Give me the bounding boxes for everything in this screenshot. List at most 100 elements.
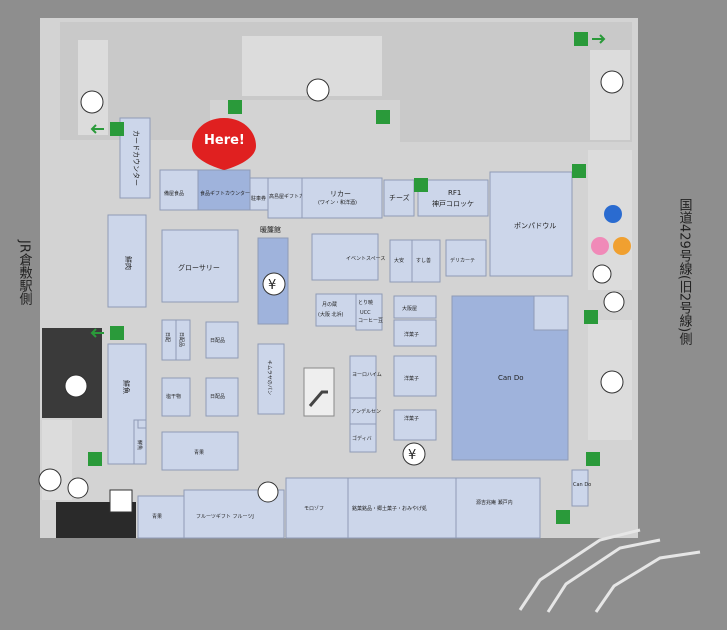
exit-sign-icon-10[interactable] xyxy=(586,452,600,466)
label-nichihai-3: 日配品 xyxy=(210,338,225,344)
label-torimaru: とり暁 xyxy=(358,300,373,306)
shop-cheese[interactable] xyxy=(383,179,415,217)
escalator-sign-icon-6 xyxy=(38,468,62,492)
stairs-top-right xyxy=(590,50,630,140)
exit-sign-icon-9[interactable] xyxy=(88,452,102,466)
escalator-sign-icon-2 xyxy=(306,78,330,102)
label-fresh-fish: 鮮肉 xyxy=(124,256,133,270)
label-tsuki-no-kura: 月の蔵 xyxy=(322,301,337,308)
exit-sign-icon-4[interactable] xyxy=(376,110,390,124)
label-ucc-sub: コーヒー豆 xyxy=(358,318,383,324)
shop-yokohama[interactable] xyxy=(349,355,377,399)
escalator-sign-icon xyxy=(80,90,104,114)
shop-yogashi-2[interactable] xyxy=(393,355,437,397)
label-department-gift: 高島屋ギフトカウンター xyxy=(269,193,324,200)
label-grocery: グローサリー xyxy=(178,263,220,272)
escalator-sign-icon-4 xyxy=(64,374,88,398)
shop-sushi[interactable] xyxy=(411,239,441,283)
shop-seika[interactable] xyxy=(161,431,239,471)
label-daily-goods: 暖簾館 xyxy=(260,225,281,234)
coffee-icon xyxy=(257,481,279,503)
label-godiva: ゴディバ xyxy=(352,435,372,442)
west-side-label: JR倉敷駅側 xyxy=(17,239,33,305)
label-fruits-gift: フルーツギフト フルーツJ xyxy=(196,514,254,520)
elevator-icon-2[interactable] xyxy=(67,477,89,499)
escalator-sign-icon-3 xyxy=(600,70,624,94)
shop-seika-2[interactable] xyxy=(137,495,185,539)
shop-fresh-fish[interactable] xyxy=(107,214,147,308)
label-seika: 青果 xyxy=(194,449,204,456)
escalator-icon[interactable] xyxy=(303,367,335,417)
atm-yen-icon[interactable]: ¥ xyxy=(262,272,286,296)
exit-sign-icon-7[interactable] xyxy=(584,310,598,324)
shop-tsuki-no-kura[interactable] xyxy=(315,293,357,327)
exit-sign-icon-2[interactable] xyxy=(228,100,242,114)
atm-yen-icon-2[interactable]: ¥ xyxy=(402,442,426,466)
shop-yogashi-3[interactable] xyxy=(393,409,437,441)
shop-grocery[interactable] xyxy=(161,229,239,303)
label-seika-2: 青果 xyxy=(152,513,162,520)
shop-kanbutsu[interactable] xyxy=(161,377,191,417)
dark-area-left xyxy=(42,328,102,418)
label-anderson: アンデルセン xyxy=(351,408,381,415)
label-sushi: すし善 xyxy=(416,257,431,264)
shop-sengyo-2[interactable] xyxy=(137,419,147,429)
shop-nichihai-4[interactable] xyxy=(205,377,239,417)
label-cheese: チーズ xyxy=(389,193,410,202)
shop-liquor[interactable] xyxy=(301,177,383,219)
penguin-icon xyxy=(592,264,612,284)
exit-sign-icon-5[interactable] xyxy=(414,178,428,192)
exit-sign-icon-6[interactable] xyxy=(572,164,586,178)
exit-sign-icon-11[interactable] xyxy=(556,510,570,524)
shop-parking-ticket[interactable] xyxy=(249,177,269,211)
restroom-icon[interactable] xyxy=(604,205,622,223)
label-pompadour: ポンパドウル xyxy=(514,222,556,230)
label-card-counter: カードカウンター xyxy=(132,130,141,186)
label-nichihai-1: 日配 xyxy=(164,332,170,342)
label-liquor: リカー xyxy=(330,190,351,198)
label-nichihai-4: 日配品 xyxy=(210,394,225,400)
shop-kouseisyokudo[interactable] xyxy=(159,169,199,211)
nursing-room-icon[interactable] xyxy=(591,237,631,255)
label-kouseisyokudo: 備屋食品 xyxy=(164,190,184,197)
shop-food-gift[interactable] xyxy=(197,169,251,211)
label-yogashi-1: 洋菓子 xyxy=(404,331,419,338)
shop-nichihai-2[interactable] xyxy=(175,319,191,361)
shop-pompadour[interactable] xyxy=(489,171,573,277)
label-sengyo-2: 鮮魚 xyxy=(136,440,143,450)
shop-card-counter[interactable] xyxy=(119,117,151,199)
elevator-icon-3[interactable] xyxy=(109,489,133,513)
elevator-icon[interactable] xyxy=(603,291,625,313)
shop-yogashi-1[interactable] xyxy=(393,319,437,347)
label-kanbutsu: 塩干物 xyxy=(166,393,181,400)
label-cando-small: Can Do xyxy=(573,482,591,488)
label-kimuraya: キムラヤのパン xyxy=(266,360,272,395)
shop-daimaru[interactable] xyxy=(393,295,437,319)
label-wagashi-2: 源吉兆庵 瀬戸内 xyxy=(476,499,513,506)
shop-anderson[interactable] xyxy=(349,397,377,425)
shop-nichihai-3[interactable] xyxy=(205,321,239,359)
svg-text:¥: ¥ xyxy=(268,278,276,293)
shop-godiva[interactable] xyxy=(349,423,377,453)
label-parking-ticket: 駐車券 xyxy=(251,195,266,202)
exit-sign-icon-8[interactable] xyxy=(90,326,124,340)
shop-event-space[interactable] xyxy=(311,233,379,281)
shop-rf1[interactable] xyxy=(417,179,489,217)
exit-sign-icon[interactable] xyxy=(574,32,606,46)
label-yogashi-3: 洋菓子 xyxy=(404,415,419,422)
label-food-gift: 食品ギフトカウンター xyxy=(200,190,250,197)
shop-torimaru[interactable] xyxy=(355,293,383,331)
shop-morozoff[interactable] xyxy=(285,477,349,539)
label-nichihai-2: 日配品 xyxy=(178,332,184,347)
label-liquor-sub: (ワイン・和洋酒) xyxy=(318,199,357,206)
label-daian: 大安 xyxy=(394,257,404,264)
label-sengyo: 鮮魚 xyxy=(122,380,131,394)
shop-wagashi-2[interactable] xyxy=(455,477,541,539)
shop-cando-small[interactable] xyxy=(571,469,589,507)
shop-kimuraya[interactable] xyxy=(257,343,285,415)
shop-delicatessen[interactable] xyxy=(445,239,487,277)
label-delicatessen: デリカーテ xyxy=(450,257,475,264)
label-yogashi-2: 洋菓子 xyxy=(404,375,419,382)
label-rf1: RF1 xyxy=(448,189,461,197)
exit-sign-icon-3[interactable] xyxy=(90,122,124,136)
